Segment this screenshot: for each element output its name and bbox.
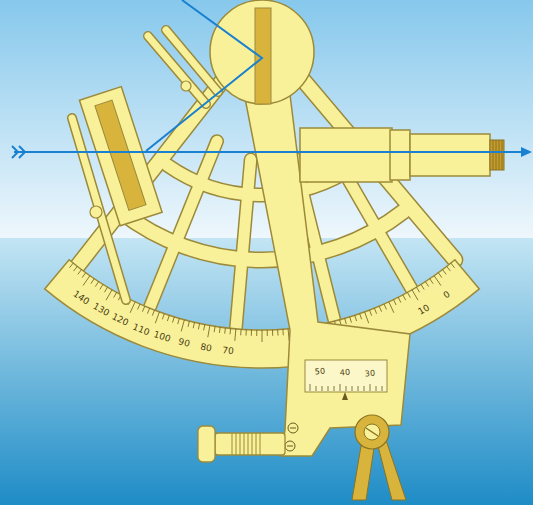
vernier-window	[305, 360, 387, 392]
scale-tick	[345, 318, 347, 324]
scale-tick	[95, 282, 98, 287]
vernier-number: 50	[315, 368, 326, 377]
scale-tick	[82, 273, 86, 278]
scale-tick	[235, 329, 236, 341]
scale-tick	[379, 306, 381, 312]
scale-tick	[69, 263, 73, 268]
scale-tick	[355, 315, 357, 321]
scale-tick	[155, 312, 159, 323]
scale-tick	[277, 330, 278, 336]
scale-tick	[256, 330, 257, 336]
scale-tick	[389, 302, 394, 313]
scale-tick	[198, 323, 199, 329]
scale-tick	[251, 330, 252, 336]
scale-tick	[262, 330, 263, 342]
scale-arc	[45, 260, 480, 368]
scale-tick	[272, 330, 273, 336]
scale-tick	[425, 282, 428, 287]
scale-tick	[365, 312, 369, 323]
scale-tick	[360, 314, 362, 320]
scale-tick	[104, 287, 107, 292]
scale-tick	[152, 310, 154, 316]
scale-tick	[214, 326, 215, 332]
tangent-screw	[198, 426, 285, 462]
scale-tick	[438, 273, 442, 278]
scale-tick	[78, 270, 82, 275]
vernier-number: 30	[365, 370, 376, 379]
scale-tick	[447, 266, 451, 271]
index-arm	[238, 62, 410, 456]
scale-tick	[147, 308, 149, 314]
scale-tick	[91, 279, 94, 284]
scale-tick	[230, 328, 232, 334]
scale-tick	[114, 292, 117, 297]
scale-tick	[350, 317, 352, 323]
scale-tick	[106, 290, 112, 300]
scale-tick	[178, 318, 180, 324]
scale-tick	[443, 270, 447, 275]
scale-tick	[421, 284, 424, 289]
scale-tick	[193, 322, 194, 328]
scale-tick	[181, 320, 184, 332]
scale-tick	[430, 279, 433, 284]
scale-tick	[394, 300, 397, 305]
scale-tick	[167, 315, 169, 321]
scale-tick	[374, 308, 376, 314]
scale-tick	[138, 304, 141, 309]
scale-tick	[451, 263, 455, 268]
scale-tick	[162, 314, 164, 320]
scale-tick	[224, 328, 226, 334]
scale-tick	[100, 284, 103, 289]
scale-tick	[417, 287, 420, 292]
scale-tick	[219, 327, 221, 333]
horizon-mirror	[79, 87, 162, 226]
scale-tick	[188, 321, 189, 327]
scale-tick	[282, 329, 283, 335]
arrowhead	[521, 147, 532, 157]
scale-number: 70	[222, 346, 234, 356]
scale-tick	[204, 325, 205, 331]
scale-tick	[403, 295, 406, 300]
light-ray	[12, 0, 522, 158]
scale-tick	[370, 310, 372, 316]
scale-number: 80	[199, 343, 212, 354]
scale-tick	[398, 297, 401, 302]
scale-tick	[384, 304, 387, 309]
scale-tick	[412, 290, 418, 300]
scale-tick	[267, 330, 268, 336]
scale-tick	[240, 329, 241, 335]
vernier-number: 40	[340, 369, 351, 378]
sea	[0, 238, 533, 505]
scale-tick	[173, 317, 175, 323]
scale-tick	[246, 330, 247, 336]
index-mirror	[255, 8, 271, 104]
scale-tick	[208, 325, 210, 337]
scale-tick	[130, 302, 135, 313]
scale-tick	[407, 292, 410, 297]
scale-tick	[142, 306, 144, 312]
clamp-handle	[352, 415, 406, 500]
telescope	[300, 128, 504, 182]
scale-tick	[434, 276, 441, 286]
scale-tick	[83, 276, 90, 286]
scale-tick	[74, 266, 78, 271]
